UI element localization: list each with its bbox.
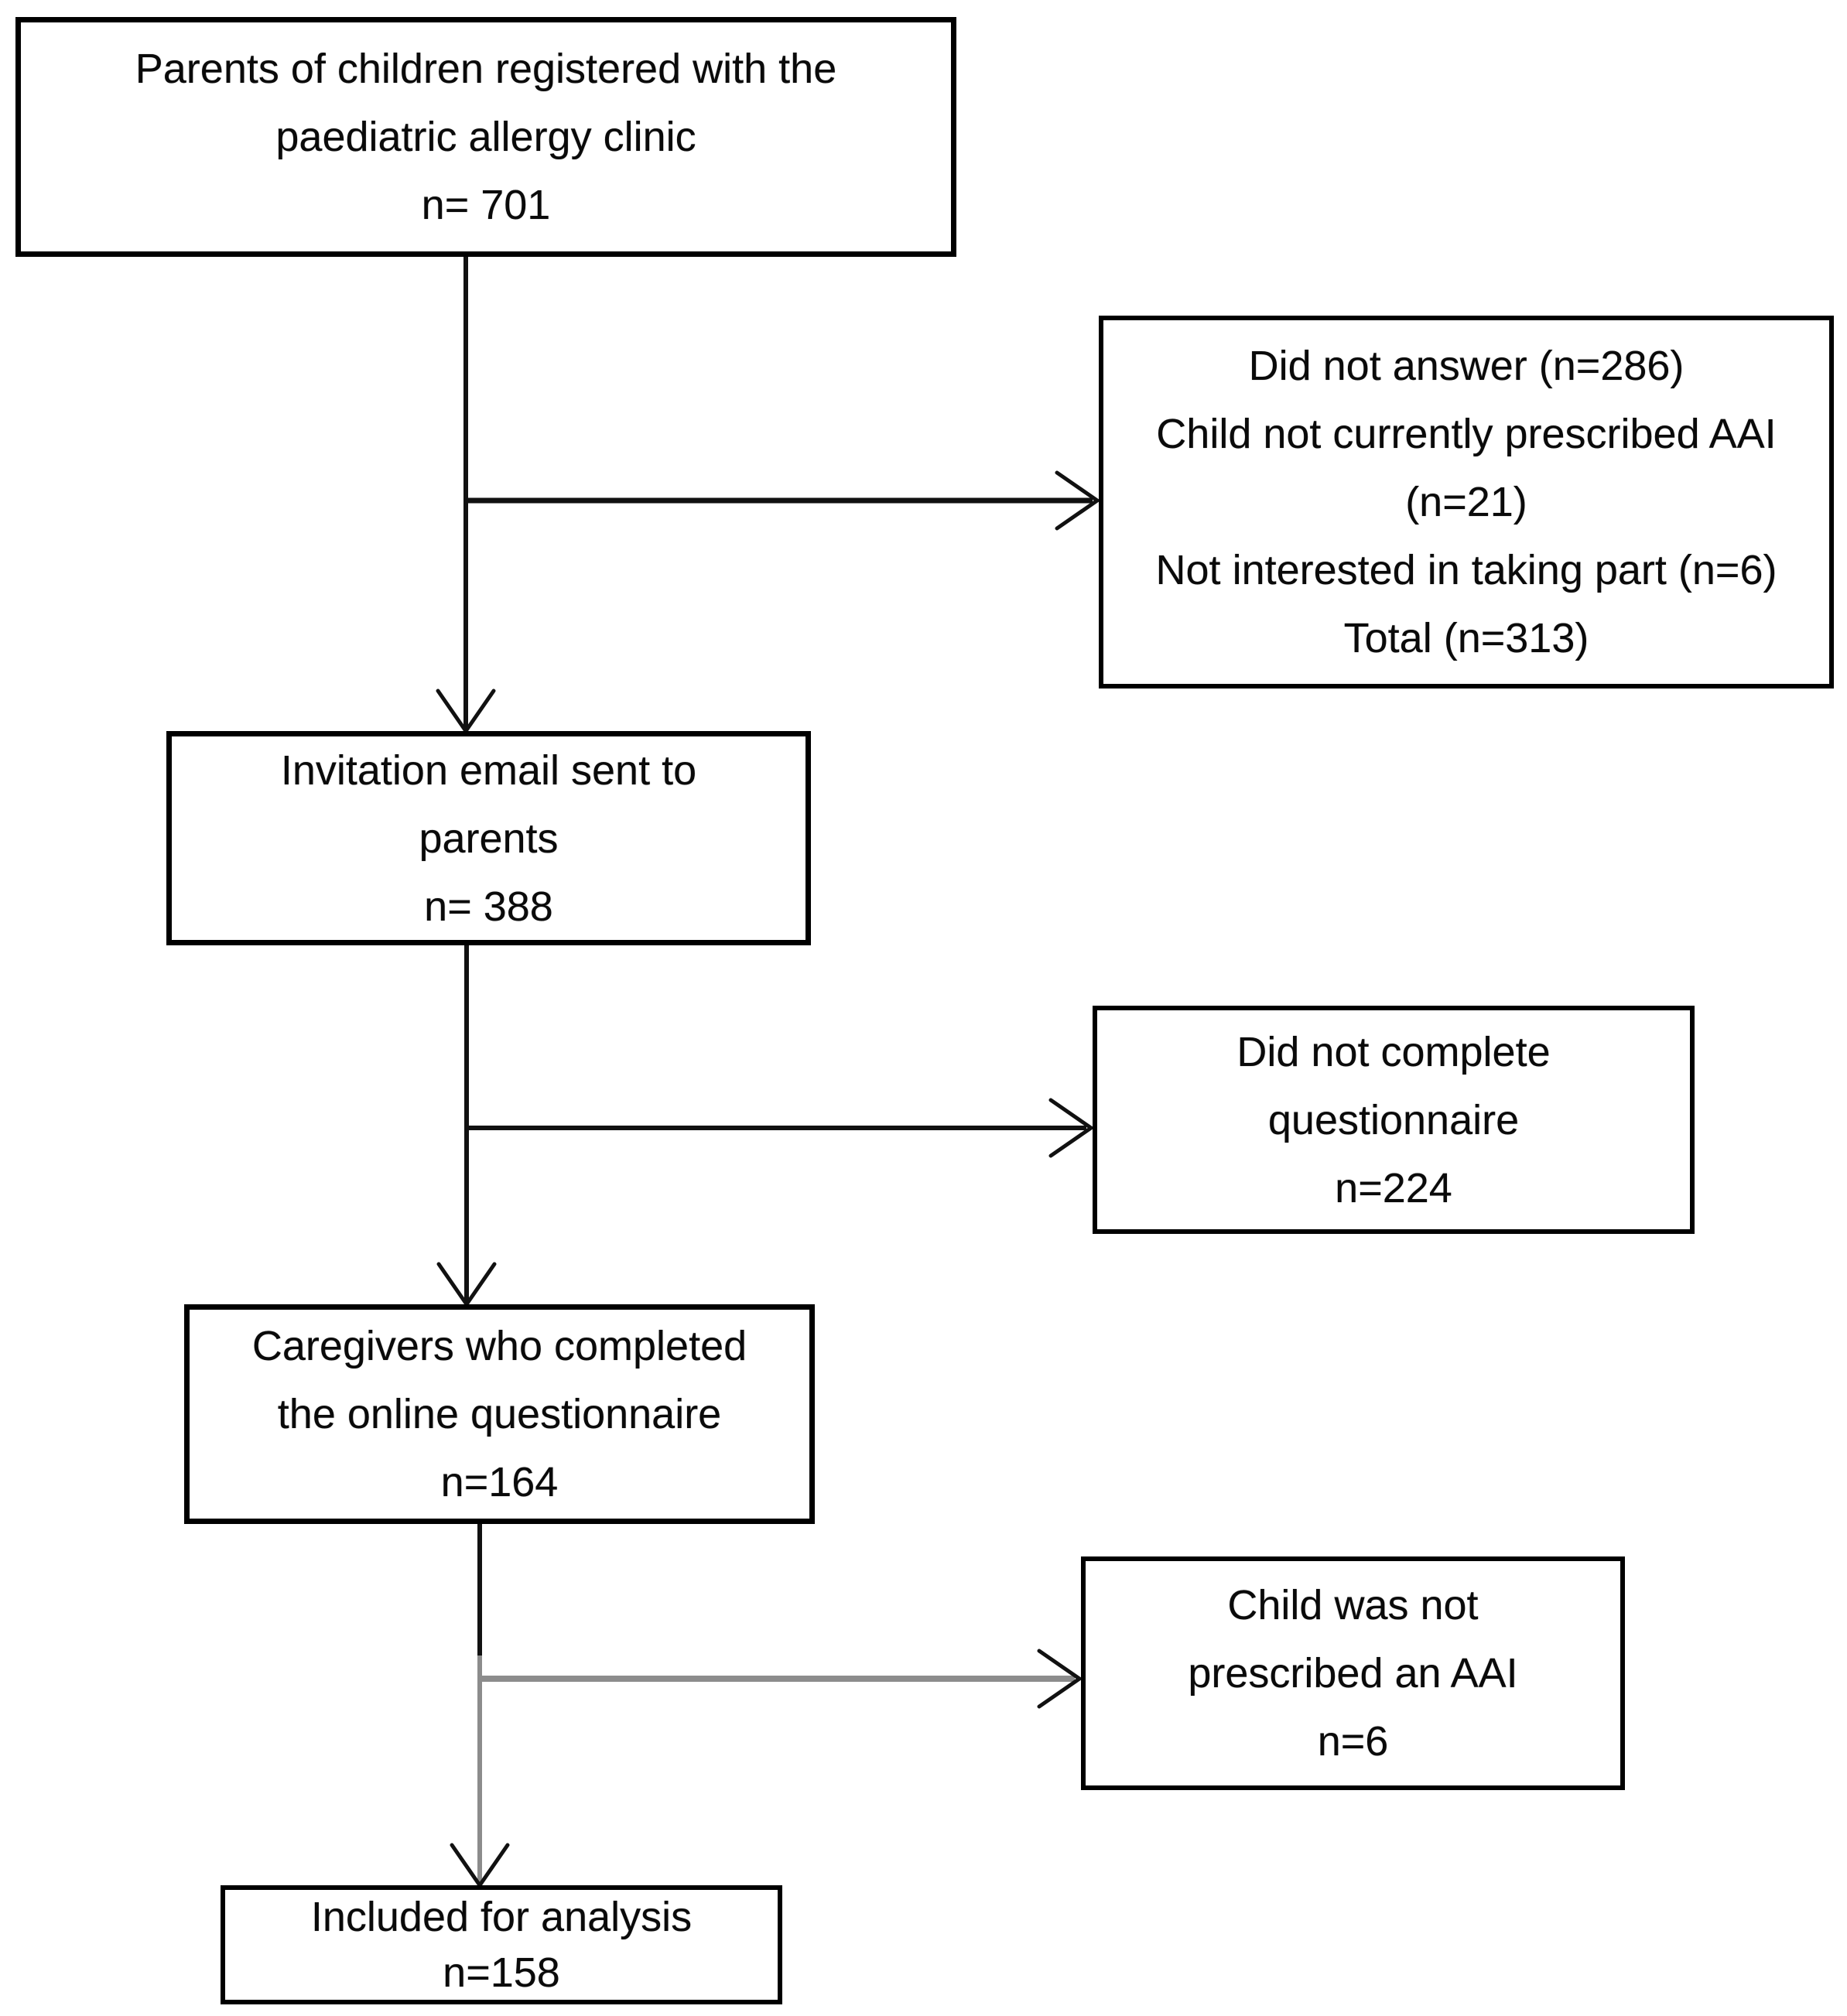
flow-box-not-prescribed-count: n=6	[1317, 1718, 1389, 1765]
flow-box-not-prescribed: Child was not prescribed an AAI n=6	[1081, 1556, 1625, 1790]
flow-box-invitation-count: n= 388	[424, 883, 553, 930]
flow-box-included: Included for analysis n=158	[221, 1885, 782, 2004]
flow-box-did-not-complete: Did not complete questionnaire n=224	[1093, 1006, 1695, 1234]
flow-box-caregivers-line-1: Caregivers who completed	[251, 1323, 747, 1369]
flow-box-caregivers-count: n=164	[440, 1459, 559, 1505]
flow-box-did-not-answer-line-4: Not interested in taking part (n=6)	[1155, 547, 1777, 593]
flow-box-caregivers-line-2: the online questionnaire	[277, 1391, 722, 1437]
flow-box-did-not-answer-total: Total (n=313)	[1343, 615, 1589, 661]
flow-box-caregivers: Caregivers who completed the online ques…	[184, 1304, 815, 1524]
flow-box-parents-line-2: paediatric allergy clinic	[275, 114, 696, 160]
arrow-down-icon	[436, 689, 496, 735]
flow-box-not-prescribed-line-2: prescribed an AAI	[1188, 1650, 1518, 1697]
arrow-right-icon	[1037, 1649, 1083, 1709]
flow-box-did-not-complete-line-2: questionnaire	[1267, 1096, 1520, 1143]
flow-box-parents-count: n= 701	[421, 182, 551, 228]
flow-box-did-not-answer-line-2: Child not currently prescribed AAI	[1156, 411, 1777, 457]
flow-box-included-line-1: Included for analysis	[310, 1894, 693, 1940]
flow-box-parents: Parents of children registered with the …	[15, 17, 956, 257]
flow-box-invitation-line-2: parents	[419, 815, 559, 862]
flow-box-parents-line-1: Parents of children registered with the	[135, 46, 837, 92]
flow-box-included-count: n=158	[443, 1949, 560, 1996]
flow-box-invitation-line-1: Invitation email sent to	[280, 747, 697, 794]
flow-box-not-prescribed-line-1: Child was not	[1227, 1582, 1479, 1628]
flow-box-did-not-answer: Did not answer (n=286) Child not current…	[1099, 316, 1834, 689]
arrow-right-icon	[1048, 1098, 1095, 1158]
flow-box-did-not-complete-count: n=224	[1335, 1164, 1452, 1211]
arrow-down-icon	[436, 1262, 497, 1308]
flow-box-did-not-complete-line-1: Did not complete	[1236, 1028, 1551, 1075]
flow-box-did-not-answer-line-3: (n=21)	[1405, 479, 1527, 525]
flow-box-did-not-answer-line-1: Did not answer (n=286)	[1248, 343, 1685, 389]
arrow-right-icon	[1055, 470, 1101, 531]
arrow-down-icon	[450, 1843, 510, 1889]
flow-box-invitation: Invitation email sent to parents n= 388	[166, 731, 811, 945]
